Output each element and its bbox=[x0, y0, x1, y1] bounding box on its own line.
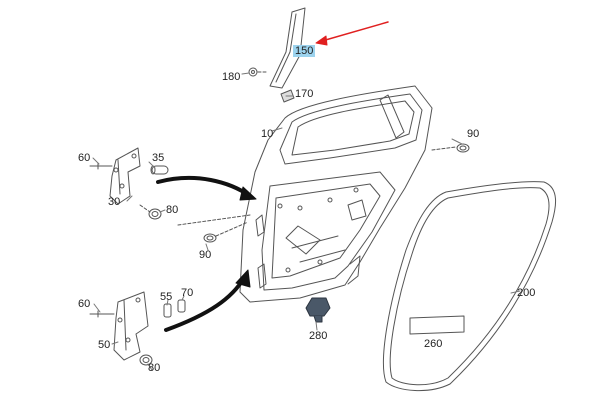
callout-50: 50 bbox=[98, 339, 111, 351]
callout-170: 170 bbox=[295, 88, 314, 100]
callout-90-upper: 90 bbox=[467, 128, 480, 140]
callout-150: 150 bbox=[293, 45, 316, 57]
cap-90-upper bbox=[431, 143, 470, 153]
callout-35: 35 bbox=[152, 152, 165, 164]
callout-260: 260 bbox=[424, 338, 443, 350]
callout-180: 180 bbox=[222, 71, 241, 83]
door-seal-200 bbox=[383, 181, 556, 392]
cap-90-lower bbox=[203, 233, 217, 243]
upper-hinge-30 bbox=[109, 147, 141, 205]
bolt-60-upper bbox=[89, 162, 113, 170]
callout-60-lower: 60 bbox=[78, 298, 91, 310]
callout-80-lower: 80 bbox=[148, 362, 161, 374]
callout-55: 55 bbox=[160, 291, 173, 303]
callout-280: 280 bbox=[309, 330, 328, 342]
callout-30: 30 bbox=[108, 196, 121, 208]
lower-assembly-arrow bbox=[164, 269, 251, 332]
callout-80-upper: 80 bbox=[166, 204, 179, 216]
washer-80-lower bbox=[139, 354, 153, 366]
pin-55 bbox=[163, 303, 172, 318]
highlight-pointer-arrow bbox=[315, 21, 389, 46]
pin-70 bbox=[177, 299, 186, 313]
trim-clip-180 bbox=[248, 67, 269, 77]
callout-60-upper: 60 bbox=[78, 152, 91, 164]
callout-90-lower: 90 bbox=[199, 249, 212, 261]
lower-hinge-50 bbox=[113, 291, 149, 361]
rubber-plug-280 bbox=[305, 297, 331, 323]
window-trim-strip-150 bbox=[269, 7, 306, 89]
callout-70: 70 bbox=[181, 287, 194, 299]
washer-80-upper bbox=[139, 204, 162, 220]
door-shell-10 bbox=[239, 85, 433, 303]
label-sticker-260 bbox=[409, 315, 465, 335]
bolt-60-lower bbox=[89, 310, 115, 318]
upper-assembly-arrow bbox=[156, 175, 257, 201]
callout-10: 10 bbox=[261, 128, 274, 140]
callout-200: 200 bbox=[517, 287, 536, 299]
